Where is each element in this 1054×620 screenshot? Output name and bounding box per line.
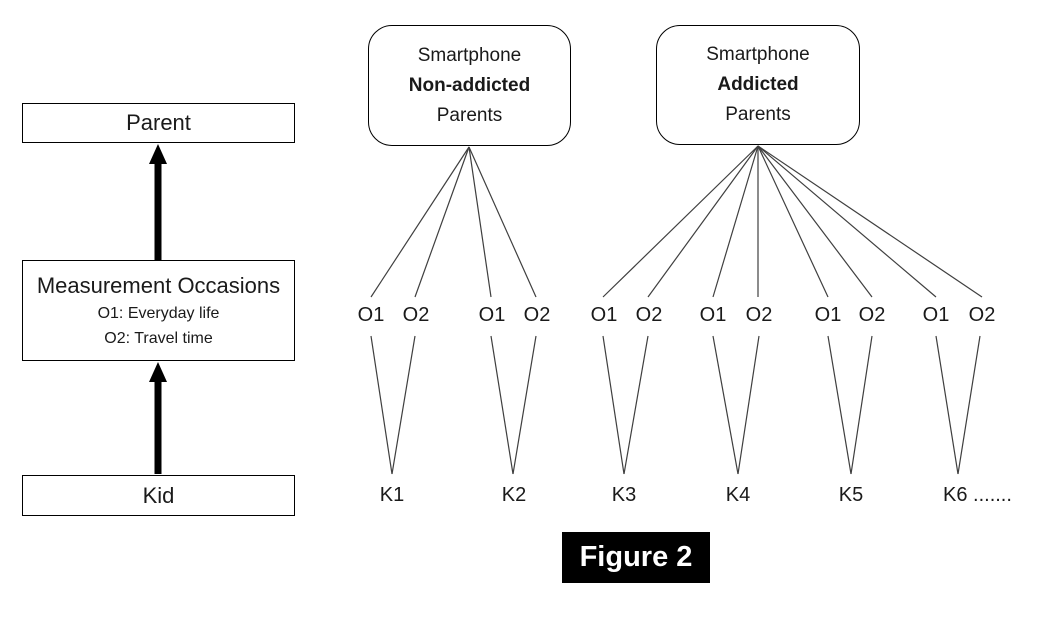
kid-label-k5: K5 [838, 484, 864, 506]
occasion-label-7: O1 [699, 304, 727, 326]
figure-caption: Figure 2 [562, 532, 710, 583]
kid-box-label: Kid [142, 482, 175, 508]
occasion-label-3: O1 [478, 304, 506, 326]
group-nonaddicted-line2: Non-addicted [408, 74, 531, 96]
measurement-box-title: Measurement Occasions [36, 272, 281, 298]
occasion-to-kid-lines [370, 335, 981, 475]
occasion-label-4: O2 [523, 304, 551, 326]
group-box-addicted: Smartphone Addicted Parents [656, 25, 860, 145]
measurement-box-sub1: O1: Everyday life [97, 304, 220, 322]
occasion-label-12: O2 [968, 304, 996, 326]
occasion-label-10: O2 [858, 304, 886, 326]
kid-label-k1: K1 [379, 484, 405, 506]
occasion-label-8: O2 [745, 304, 773, 326]
occasion-label-2: O2 [402, 304, 430, 326]
occasion-label-11: O1 [922, 304, 950, 326]
up-arrow-measurement-to-parent [149, 144, 167, 260]
kid-label-k2: K2 [501, 484, 527, 506]
group-addicted-line2: Addicted [717, 74, 799, 95]
parent-box: Parent [22, 103, 295, 143]
group-nonaddicted-line3: Parents [436, 104, 503, 126]
group-addicted-line1: Smartphone [706, 44, 810, 65]
occasion-label-9: O1 [814, 304, 842, 326]
group-box-nonaddicted: Smartphone Non-addicted Parents [368, 25, 571, 146]
up-arrow-kid-to-measurement [149, 362, 167, 474]
measurement-box-sub2: O2: Travel time [104, 329, 213, 347]
group-nonaddicted-line1: Smartphone [417, 44, 522, 66]
fan-lines-nonaddicted [370, 146, 537, 298]
group-addicted-line3: Parents [725, 104, 791, 125]
kid-label-k3: K3 [611, 484, 637, 506]
occasion-label-5: O1 [590, 304, 618, 326]
parent-box-label: Parent [126, 110, 191, 135]
kid-label-k6: K6 ....... [943, 484, 1012, 506]
kid-box: Kid [22, 475, 295, 516]
occasion-label-1: O1 [357, 304, 385, 326]
occasion-label-6: O2 [635, 304, 663, 326]
fan-lines-addicted [602, 145, 983, 298]
measurement-occasions-box: Measurement Occasions O1: Everyday life … [22, 260, 295, 361]
figure-caption-text: Figure 2 [579, 541, 693, 573]
kid-label-k4: K4 [725, 484, 751, 506]
